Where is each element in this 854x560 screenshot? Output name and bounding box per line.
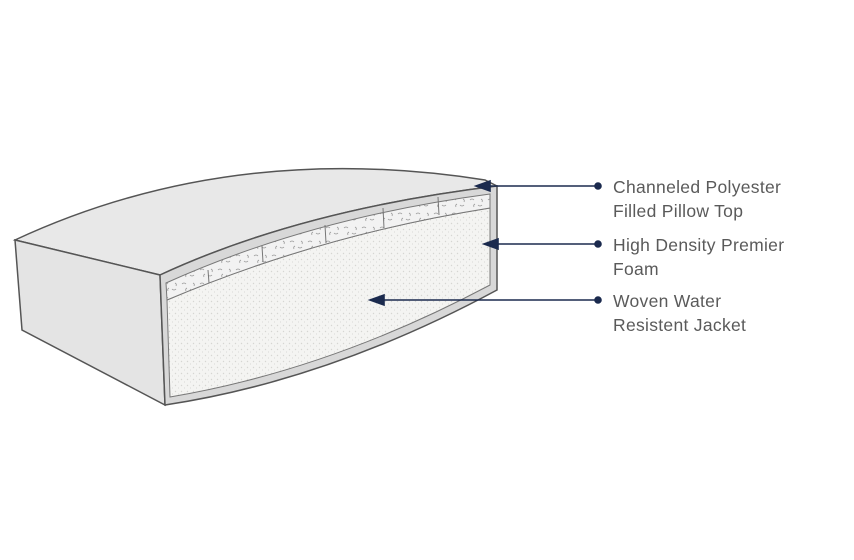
callout-line: High Density Premier <box>613 235 785 255</box>
callout-line: Channeled Polyester <box>613 177 782 197</box>
callout-pillow-top: Channeled Polyester Filled Pillow Top <box>613 175 781 223</box>
pillow-top-channels <box>207 196 440 284</box>
callout-foam: High Density Premier Foam <box>613 233 784 281</box>
pillow-top-layer <box>165 193 491 301</box>
callout-line: Foam <box>613 259 659 279</box>
callout-line: Filled Pillow Top <box>613 201 744 221</box>
leader-lines <box>367 179 602 307</box>
callout-line: Resistent Jacket <box>613 315 747 335</box>
callout-line: Woven Water <box>613 291 722 311</box>
callout-jacket: Woven Water Resistent Jacket <box>613 289 746 337</box>
